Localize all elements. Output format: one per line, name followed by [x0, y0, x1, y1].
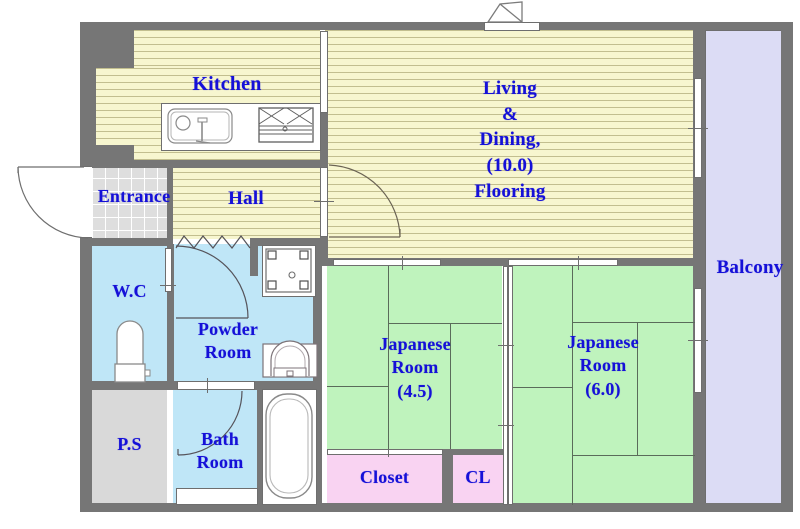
awning-window-icon — [486, 1, 523, 23]
bath-tub-divider — [257, 389, 262, 505]
japanese-rooms-fusuma-2[interactable] — [508, 266, 513, 505]
cl-floor — [453, 455, 503, 505]
washing-machine-icon — [265, 248, 312, 293]
exterior-wall-left-lower — [80, 238, 92, 512]
kitchen-sink-icon — [167, 108, 233, 144]
hall-living-sliding-door[interactable] — [320, 167, 328, 237]
tatami-seam — [388, 266, 389, 449]
balcony-wall-bottom — [705, 503, 793, 512]
living-japanese45-sliding-door[interactable] — [333, 259, 441, 266]
bathtub-icon — [265, 393, 313, 499]
kitchen-living-sliding-door[interactable] — [320, 31, 328, 113]
japanese-room-60-floor — [513, 266, 695, 505]
entrance-floor — [92, 165, 168, 239]
balcony-window-living-handle — [688, 128, 708, 129]
entrance-hall-wall — [167, 166, 173, 240]
vanity-sink-icon — [262, 340, 318, 378]
tatami-seam — [388, 323, 502, 324]
gas-stove-icon — [258, 107, 314, 143]
wc-door-handle — [160, 285, 176, 286]
bath-room-threshold — [176, 488, 258, 505]
exterior-wall-bottom — [80, 503, 705, 512]
powder-washer-wall — [250, 246, 258, 276]
hall-powder-wall — [80, 238, 173, 246]
kitchen-living-wall — [320, 112, 328, 168]
living-dining-floor — [325, 30, 695, 260]
balcony-window-japanese60-handle — [688, 340, 708, 341]
hall-floor — [173, 165, 320, 239]
entrance-door-swing-icon — [17, 166, 89, 239]
fusuma-handle-lower — [498, 425, 514, 426]
living-japanese45-door-handle — [402, 256, 403, 270]
bath-room-door-handle — [207, 378, 208, 393]
hall-powder-wall-right — [250, 238, 322, 246]
tatami-seam — [513, 387, 572, 388]
kitchen-floor — [134, 30, 320, 68]
toilet-icon — [114, 320, 151, 383]
tatami-seam — [572, 322, 695, 323]
wc-powder-wall — [167, 244, 174, 389]
living-japanese60-sliding-door[interactable] — [508, 259, 618, 266]
wc-ps-wall — [80, 381, 174, 390]
bath-closet-wall — [313, 246, 322, 512]
ps-floor — [92, 389, 167, 505]
exterior-wall-left-upper — [80, 22, 96, 168]
tatami-seam — [637, 322, 638, 455]
closet-cl-divider — [442, 449, 453, 505]
balcony-wall-right — [781, 22, 793, 512]
folding-door-icon[interactable] — [174, 234, 252, 250]
tatami-seam — [327, 386, 388, 387]
bath-room-door-panel[interactable] — [177, 381, 255, 390]
japanese-room-45-floor — [327, 266, 502, 452]
japanese-rooms-fusuma[interactable] — [503, 266, 508, 505]
wc-sliding-door[interactable] — [165, 248, 172, 292]
exterior-wall-top-notch — [80, 22, 320, 30]
closet-floor — [327, 455, 442, 505]
tatami-seam — [450, 323, 451, 449]
tatami-seam — [572, 455, 695, 456]
closet-sliding-door[interactable] — [327, 449, 443, 455]
hall-living-door-handle — [314, 201, 334, 202]
hall-door-swing-icon — [328, 164, 401, 238]
kitchen-hall-wall — [80, 160, 320, 168]
bath-room-door-swing-icon — [177, 390, 243, 456]
powder-room-door-swing-icon — [175, 245, 249, 319]
balcony-floor — [705, 30, 785, 504]
hall-living-wall-lower — [320, 236, 328, 266]
exterior-wall-top-balcony — [697, 22, 793, 30]
closet-door-handle — [388, 443, 389, 457]
tatami-seam — [572, 266, 573, 505]
fusuma-handle-upper — [498, 345, 514, 346]
living-japanese60-door-handle — [578, 256, 579, 270]
